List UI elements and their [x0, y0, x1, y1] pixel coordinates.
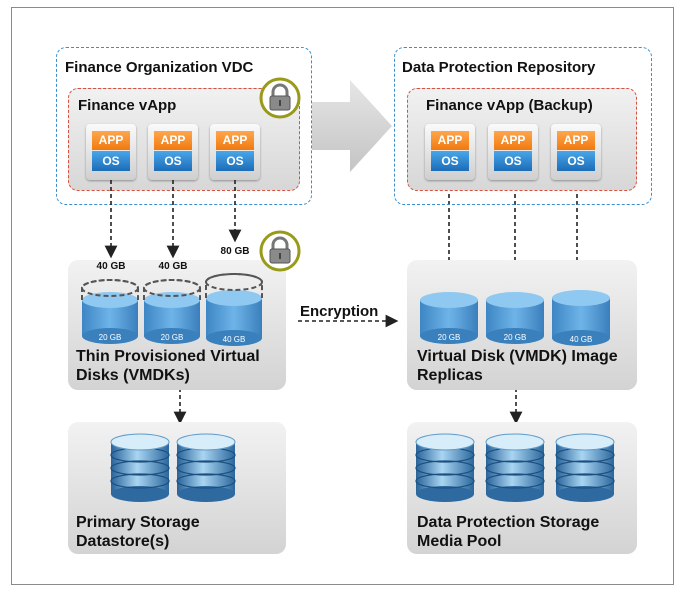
thin-disks: 20 GB 20 GB 40 GB	[81, 273, 263, 346]
os-badge: OS	[431, 151, 469, 171]
encryption-label: Encryption	[300, 303, 379, 320]
diagram-frame: Finance Organization VDC Finance vApp AP…	[11, 7, 674, 585]
vm-backup-2: APP OS	[488, 124, 538, 180]
disk-used-label: 20 GB	[504, 333, 527, 342]
replica-disk-1: 20 GB	[420, 292, 478, 344]
app-badge: APP	[557, 131, 595, 150]
app-badge: APP	[494, 131, 532, 150]
os-badge: OS	[216, 151, 254, 171]
thin-disks-label: Thin Provisioned Virtual Disks (VMDKs)	[76, 348, 260, 384]
disk-used-label: 20 GB	[161, 333, 184, 342]
vdc-title: Finance Organization VDC	[65, 59, 254, 76]
disk-used-label: 20 GB	[99, 333, 122, 342]
replica-disk-2: 20 GB	[486, 292, 544, 344]
finance-organization-vdc	[56, 47, 312, 205]
disk-used-label: 40 GB	[570, 335, 593, 344]
disk-used-label: 40 GB	[223, 335, 246, 344]
os-badge: OS	[154, 151, 192, 171]
thin-disk-3: 40 GB	[205, 273, 263, 346]
vapp-title: Finance vApp	[78, 97, 177, 114]
vapp-backup-title: Finance vApp (Backup)	[426, 97, 593, 114]
primary-storage-label: Primary Storage Datastore(s)	[76, 514, 200, 550]
lock-icon	[259, 230, 301, 272]
vm-2: APP OS	[148, 124, 198, 180]
replica-disks: 20 GB 20 GB 40 GB	[420, 290, 610, 346]
app-badge: APP	[154, 131, 192, 150]
os-badge: OS	[92, 151, 130, 171]
dp-storage-label: Data Protection Storage Media Pool	[417, 514, 600, 550]
app-badge: APP	[431, 131, 469, 150]
database-icon	[415, 433, 615, 502]
os-badge: OS	[494, 151, 532, 171]
disk-size-label: 40 GB	[96, 261, 126, 272]
database-icon	[110, 433, 236, 502]
os-badge: OS	[557, 151, 595, 171]
thin-disk-2: 20 GB	[143, 279, 201, 344]
replicas-label: Virtual Disk (VMDK) Image Replicas	[417, 348, 618, 384]
app-badge: APP	[216, 131, 254, 150]
disk-used-label: 20 GB	[438, 333, 461, 342]
lock-icon	[259, 77, 301, 119]
big-right-arrow-icon	[312, 80, 392, 172]
vm-backup-1: APP OS	[425, 124, 475, 180]
disk-size-label: 80 GB	[220, 246, 250, 257]
data-protection-repository	[394, 47, 652, 205]
vm-backup-3: APP OS	[551, 124, 601, 180]
replica-disk-3: 40 GB	[552, 290, 610, 346]
disk-size-label: 40 GB	[158, 261, 188, 272]
vm-3: APP OS	[210, 124, 260, 180]
thin-disk-1: 20 GB	[81, 279, 139, 344]
vm-1: APP OS	[86, 124, 136, 180]
app-badge: APP	[92, 131, 130, 150]
repo-title: Data Protection Repository	[402, 59, 596, 76]
